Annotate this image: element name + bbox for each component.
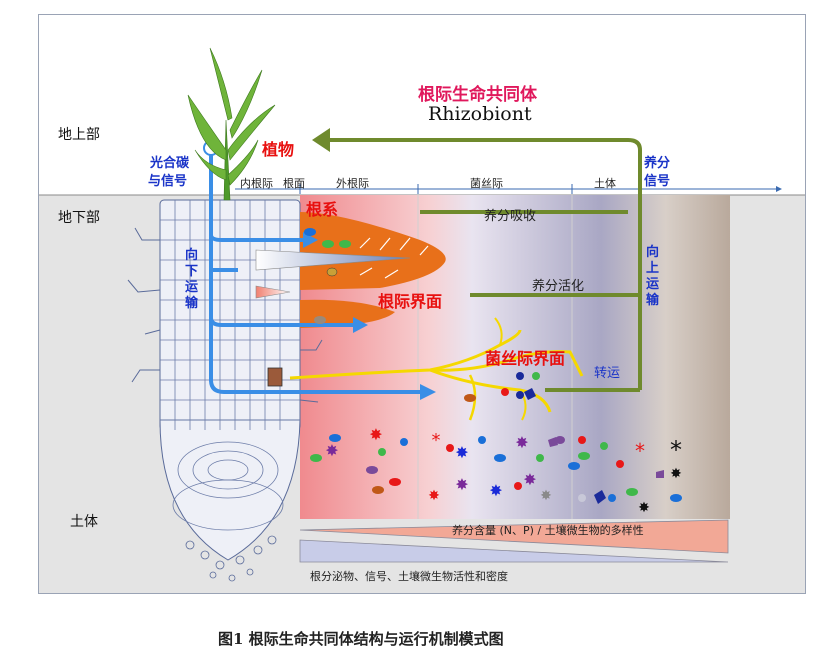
plant bbox=[187, 47, 276, 201]
zone-above-label: 地上部 bbox=[58, 127, 100, 143]
up-transport-label: 向上运输 bbox=[646, 245, 660, 308]
zone-below-label: 地下部 bbox=[58, 210, 100, 226]
svg-text:✸: ✸ bbox=[428, 488, 440, 504]
region-surface-label: 根面 bbox=[283, 177, 305, 190]
region-bulk-label: 土体 bbox=[594, 177, 616, 190]
microbes bbox=[304, 228, 682, 504]
lobe-arrows bbox=[359, 237, 429, 279]
gradient-bottom-label: 根分泌物、信号、土壤微生物活性和密度 bbox=[310, 570, 508, 583]
svg-text:✸: ✸ bbox=[455, 443, 468, 462]
root-interface-label: 根际界面 bbox=[378, 292, 443, 311]
diagram-title-en: Rhizobiont bbox=[428, 103, 532, 125]
svg-text:✸: ✸ bbox=[670, 466, 682, 482]
zone-soil-label: 土体 bbox=[70, 514, 98, 530]
figure-caption: 图1 根际生命共同体结构与运行机制模式图 bbox=[218, 630, 504, 648]
svg-text:✸: ✸ bbox=[523, 470, 536, 489]
gradient-wedge-top bbox=[299, 519, 729, 554]
svg-text:*: * bbox=[670, 436, 682, 464]
nutrient-signal-label-line1: 养分 bbox=[644, 156, 671, 171]
photosynthesis-label-line1: 光合碳 bbox=[150, 156, 190, 171]
transfer-label: 转运 bbox=[594, 366, 621, 381]
root-system-label: 根系 bbox=[306, 200, 339, 219]
svg-text:✸: ✸ bbox=[455, 475, 468, 494]
blue-flow-arrows bbox=[209, 155, 420, 394]
down-transport-label: 向下运输 bbox=[185, 248, 199, 311]
svg-text:✸: ✸ bbox=[515, 433, 528, 452]
svg-text:✸: ✸ bbox=[489, 481, 502, 500]
nutrient-signal-label-line2: 信号 bbox=[644, 174, 671, 189]
svg-text:✸: ✸ bbox=[325, 441, 338, 460]
svg-text:*: * bbox=[432, 430, 441, 451]
plant-label: 植物 bbox=[262, 140, 295, 159]
region-inner-label: 内根际 bbox=[240, 177, 273, 190]
nutrient-activate-label: 养分活化 bbox=[532, 279, 585, 294]
svg-text:✸: ✸ bbox=[540, 488, 552, 504]
root-hairs bbox=[127, 227, 323, 403]
svg-text:*: * bbox=[635, 439, 645, 463]
sloughed-cells bbox=[185, 535, 277, 582]
photosynthesis-label-line2: 与信号 bbox=[148, 174, 188, 189]
svg-text:✸: ✸ bbox=[638, 500, 650, 516]
gradient-wedge-bottom bbox=[299, 539, 729, 563]
diagram-title-cn: 根际生命共同体 bbox=[418, 85, 537, 105]
svg-text:✸: ✸ bbox=[369, 425, 382, 444]
hyphae-interface-label: 菌丝际界面 bbox=[485, 349, 566, 368]
diagram-frame bbox=[38, 14, 806, 594]
region-hyphosphere-label: 菌丝际 bbox=[470, 177, 503, 190]
green-arrow-head bbox=[312, 128, 330, 152]
region-outer-label: 外根际 bbox=[336, 177, 369, 190]
microbe-stars: ✸ ✸ * ✸ ✸ ✸ ✸ ✸ ✸ ✸ * * ✸ ✸ bbox=[325, 425, 682, 516]
green-flow-arrows bbox=[330, 138, 642, 392]
above-ground-area bbox=[39, 15, 805, 195]
hyphae-network bbox=[289, 317, 584, 421]
gradient-top-label: 养分含量 (N、P) / 土壤微生物的多样性 bbox=[452, 524, 644, 537]
nutrient-absorb-label: 养分吸收 bbox=[484, 209, 537, 224]
arbuscule bbox=[267, 367, 283, 387]
